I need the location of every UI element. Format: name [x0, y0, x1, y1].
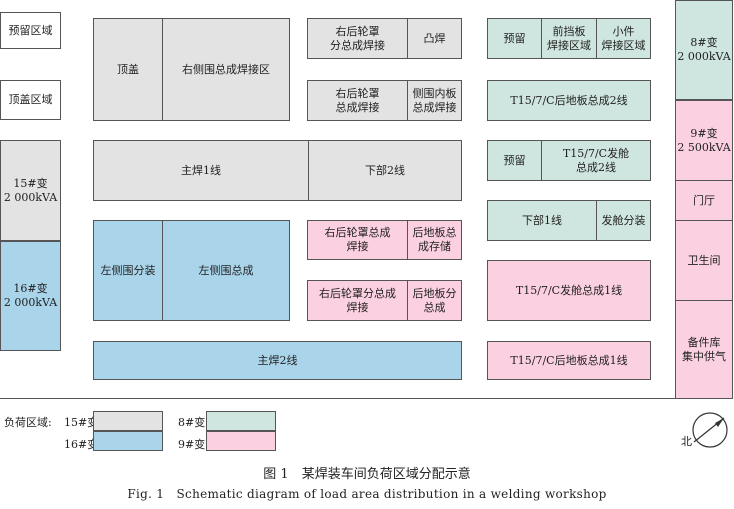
rear-floor-assembly-line-2: T15/7/C后地板总成2线 — [487, 80, 651, 121]
workshop-boundary — [0, 398, 733, 399]
right-rear-wheelhouse-weld: 右后轮罩 总成焊接 — [307, 80, 408, 121]
legend-title: 负荷区域: — [4, 416, 52, 429]
restroom: 卫生间 — [675, 220, 733, 301]
right-side-frame-weld-zone: 右侧围总成焊接区 — [162, 18, 290, 121]
right-rear-wheelhouse-assembly-weld: 右后轮罩总成 焊接 — [307, 220, 408, 260]
roof-area: 顶盖区域 — [0, 80, 61, 120]
caption-english: Fig. 1 Schematic diagram of load area di… — [127, 487, 607, 501]
legend-label-16: 16#变 — [64, 438, 99, 451]
legend-swatch-8 — [206, 411, 276, 431]
transformer-15-zone: 15#变 2 000kVA — [0, 140, 61, 241]
legend-label-9: 9#变 — [178, 438, 206, 451]
rear-floor-assembly-line-1: T15/7/C后地板总成1线 — [487, 341, 651, 380]
caption-chinese: 图 1 某焊装车间负荷区域分配示意 — [263, 467, 471, 482]
left-side-frame-subassembly: 左侧围分装 — [93, 220, 163, 321]
front-dash-weld-zone: 前挡板 焊接区域 — [541, 18, 597, 59]
rear-floor-assembly-storage: 后地板总 成存储 — [407, 220, 462, 260]
projection-weld: 凸焊 — [407, 18, 462, 59]
legend-label-15: 15#变 — [64, 416, 99, 429]
main-weld-line-2: 主焊2线 — [93, 341, 462, 380]
lobby: 门厅 — [675, 180, 733, 221]
underbody-line-1: 下部1线 — [487, 200, 597, 241]
legend-swatch-9 — [206, 431, 276, 451]
roof-station: 顶盖 — [93, 18, 163, 121]
transformer-16-zone: 16#变 2 000kVA — [0, 241, 61, 351]
transformer-9-zone: 9#变 2 500kVA — [675, 100, 733, 181]
main-weld-line-1: 主焊1线 — [93, 140, 309, 201]
engine-bay-subassembly: 发舱分装 — [596, 200, 651, 241]
rear-floor-subassembly: 后地板分 总成 — [407, 280, 462, 321]
transformer-8-zone: 8#变 2 000kVA — [675, 0, 733, 100]
legend-label-8: 8#变 — [178, 416, 206, 429]
left-side-frame-assembly: 左侧围总成 — [162, 220, 290, 321]
north-label: 北 — [681, 435, 692, 448]
engine-bay-assembly-line-1: T15/7/C发舱总成1线 — [487, 260, 651, 321]
legend-swatch-15 — [93, 411, 163, 431]
right-rear-wheelhouse-sub-weld: 右后轮罩 分总成焊接 — [307, 18, 408, 59]
reserved-slot-1: 预留 — [487, 18, 542, 59]
right-rear-wheelhouse-subassembly-weld: 右后轮罩分总成 焊接 — [307, 280, 408, 321]
reserved-area: 预留区域 — [0, 12, 61, 49]
underbody-line-2: 下部2线 — [308, 140, 462, 201]
side-inner-panel-weld: 侧围内板 总成焊接 — [407, 80, 462, 121]
compass-icon — [692, 412, 728, 448]
small-parts-weld-zone: 小件 焊接区域 — [596, 18, 651, 59]
legend-swatch-16 — [93, 431, 163, 451]
reserved-slot-2: 预留 — [487, 140, 542, 181]
spare-parts-gas-supply: 备件库 集中供气 — [675, 300, 733, 399]
engine-bay-assembly-line-2: T15/7/C发舱 总成2线 — [541, 140, 651, 181]
